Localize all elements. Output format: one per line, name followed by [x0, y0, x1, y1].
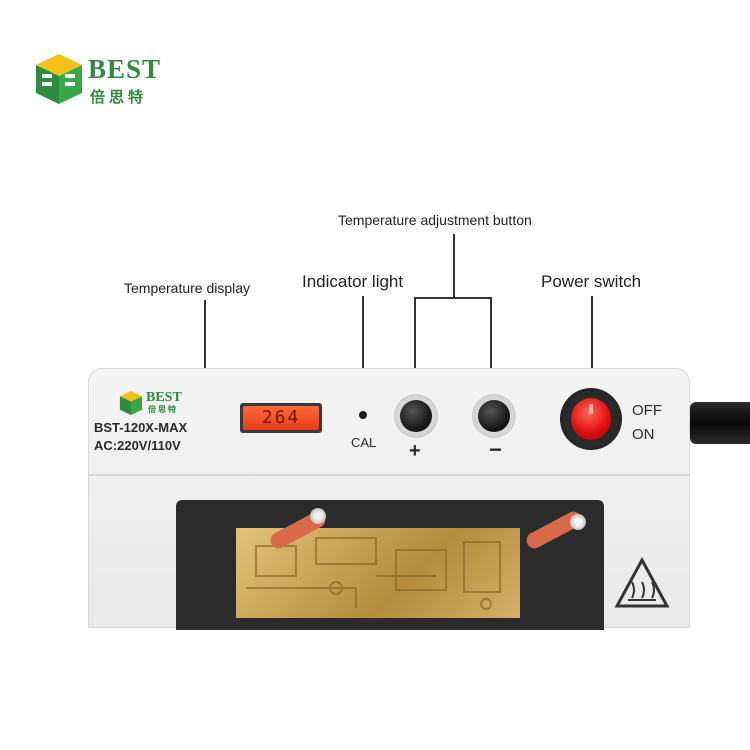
leader-line [362, 296, 364, 410]
on-label: ON [632, 426, 655, 443]
model-label: BST-120X-MAX [94, 420, 188, 435]
leader-line [414, 297, 416, 397]
plus-label: + [409, 440, 421, 462]
power-cable [690, 402, 750, 444]
indicator-light-callout: Indicator light [302, 272, 404, 291]
temperature-adjustment-callout: Temperature adjustment button [338, 212, 532, 228]
device-brand-chinese-name: 倍思特 [148, 405, 178, 414]
brand-logo: BEST 倍思特 [34, 52, 174, 112]
clamp-screw-left [310, 508, 326, 524]
best-cube-logo-icon [119, 390, 143, 416]
clamp-screw-right [570, 514, 586, 530]
indicator-light [359, 411, 367, 419]
brand-chinese-name: 倍思特 [90, 88, 148, 106]
leader-line [490, 297, 492, 397]
voltage-label: AC:220V/110V [94, 438, 181, 453]
leader-line [414, 297, 492, 299]
leader-line [453, 234, 455, 298]
device-brand-word: BEST [146, 390, 182, 405]
cal-label: CAL [351, 435, 377, 450]
panel-divider [88, 474, 690, 476]
brand-word: BEST [88, 54, 162, 84]
temperature-up-button[interactable] [400, 400, 432, 432]
minus-label: − [489, 437, 502, 462]
power-switch-callout: Power switch [541, 272, 642, 291]
temperature-display: 264 [243, 406, 319, 430]
temperature-display-callout: Temperature display [124, 280, 251, 296]
leader-line [591, 296, 593, 404]
best-cube-logo-icon [36, 54, 82, 104]
off-label: OFF [632, 402, 662, 419]
hot-surface-warning-icon [614, 556, 670, 608]
power-switch-mark [589, 404, 593, 414]
leader-line [204, 300, 206, 418]
temperature-down-button[interactable] [478, 400, 510, 432]
